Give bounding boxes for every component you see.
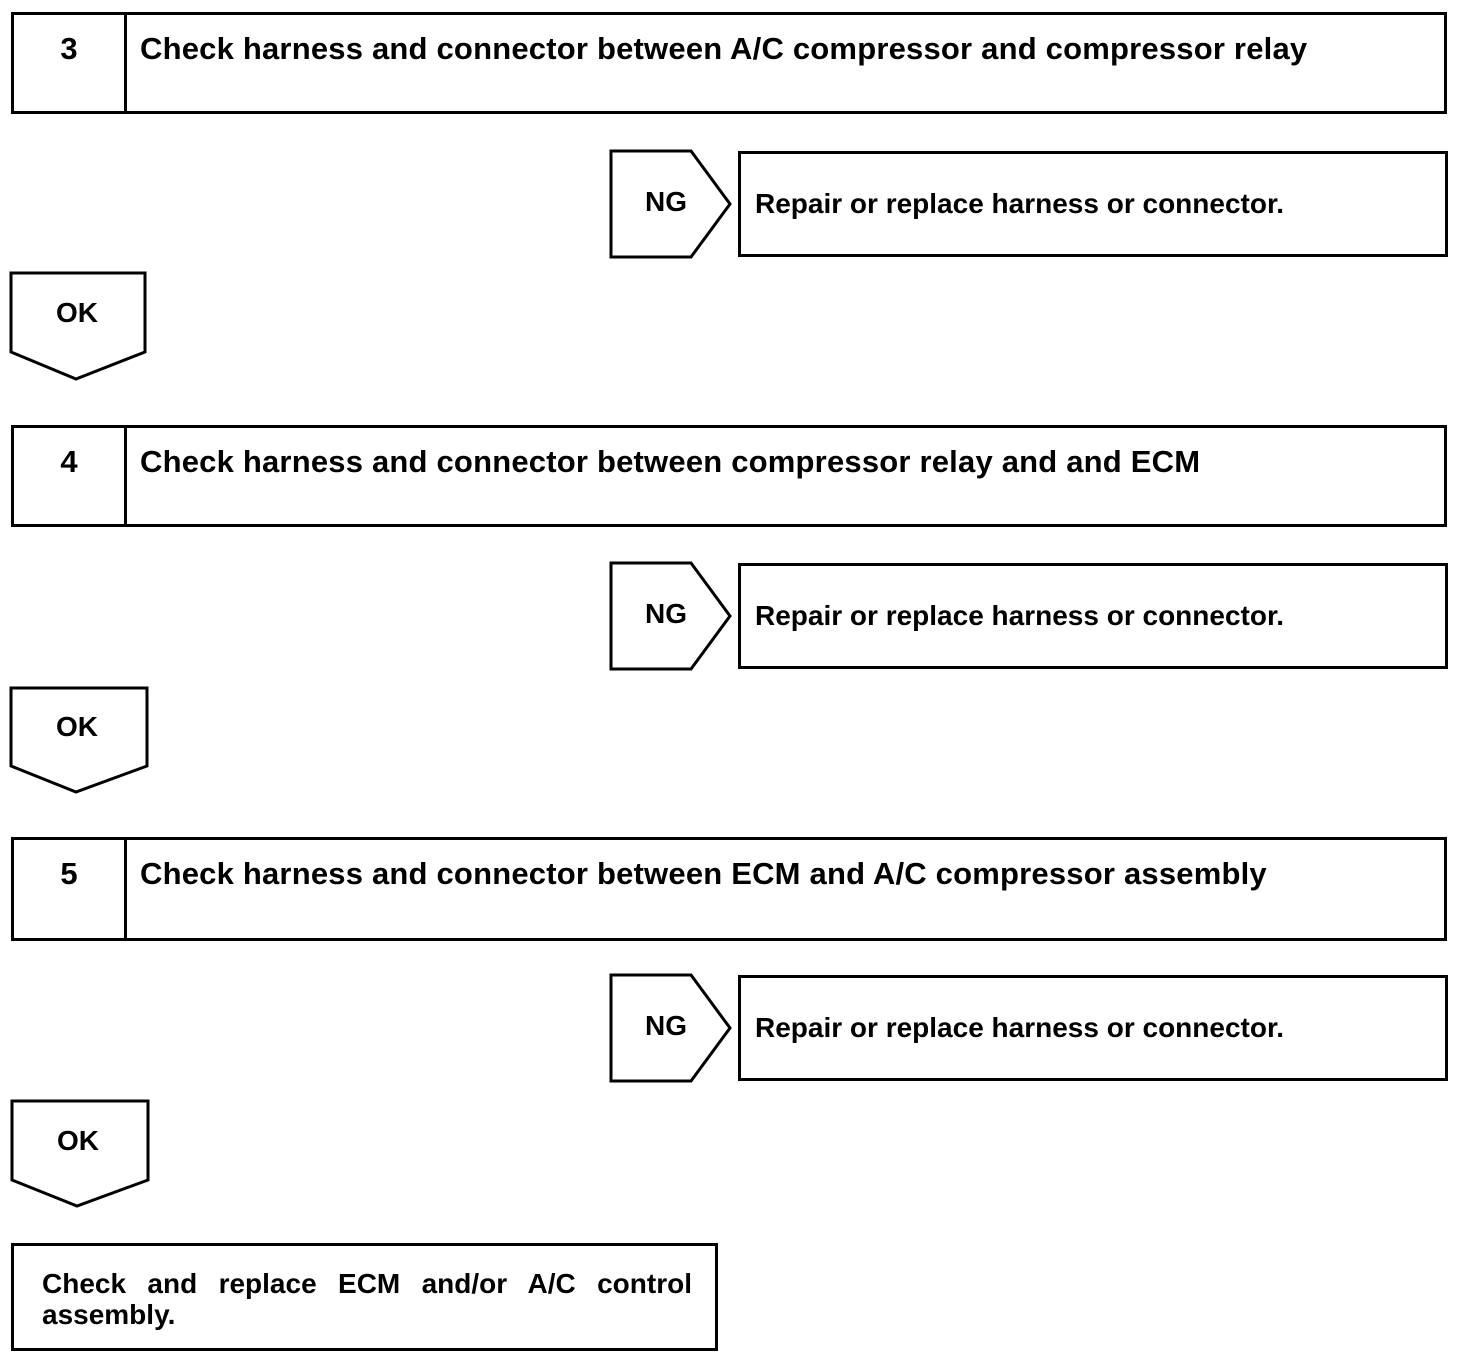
step-number: 5	[14, 840, 127, 938]
ok-label: OK	[57, 1125, 99, 1156]
step-title: Check harness and connector between ECM …	[140, 856, 1267, 891]
ng-label: NG	[645, 598, 687, 629]
step-4-box: 4 Check harness and connector between co…	[11, 425, 1447, 527]
ng-label: NG	[645, 186, 687, 217]
final-action-box: Check and replace ECM and/or A/C control…	[11, 1243, 718, 1351]
ng-action-box: Repair or replace harness or connector.	[738, 151, 1448, 257]
final-action-text: Check and replace ECM and/or A/C control…	[42, 1268, 692, 1330]
step-3-box: 3 Check harness and connector between A/…	[11, 12, 1447, 114]
step-5-box: 5 Check harness and connector between EC…	[11, 837, 1447, 941]
ok-label: OK	[56, 297, 98, 328]
ng-action-box: Repair or replace harness or connector.	[738, 563, 1448, 669]
step-number: 3	[14, 15, 127, 111]
step-title: Check harness and connector between A/C …	[140, 31, 1308, 66]
ok-label: OK	[56, 711, 98, 742]
step-title: Check harness and connector between comp…	[140, 444, 1201, 479]
ng-label: NG	[645, 1010, 687, 1041]
ng-action-text: Repair or replace harness or connector.	[755, 600, 1285, 631]
ng-action-text: Repair or replace harness or connector.	[755, 188, 1285, 219]
step-number: 4	[14, 428, 127, 524]
ng-action-box: Repair or replace harness or connector.	[738, 975, 1448, 1081]
ng-action-text: Repair or replace harness or connector.	[755, 1012, 1285, 1043]
